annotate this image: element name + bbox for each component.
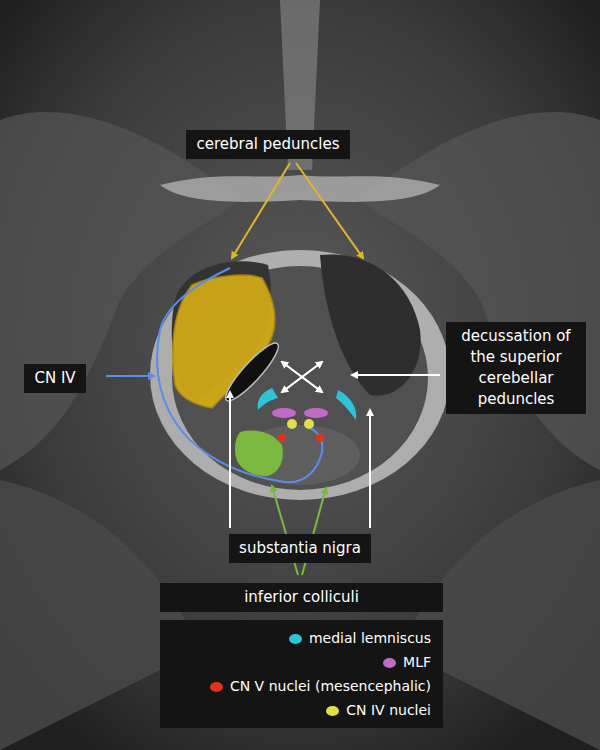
label-box: CN IV (24, 364, 86, 393)
legend-row: medial lemniscus (172, 626, 431, 650)
label-box: substantia nigra (229, 534, 371, 563)
legend-row: CN V nuclei (mesencephalic) (172, 674, 431, 698)
legend-text: MLF (403, 654, 431, 670)
label-text: cerebral peduncles (196, 134, 339, 155)
legend-text: CN IV nuclei (346, 702, 431, 718)
legend-swatch (326, 706, 339, 716)
legend-row: CN IV nuclei (172, 698, 431, 722)
legend-text: medial lemniscus (309, 630, 431, 646)
legend-swatch (289, 634, 302, 644)
label-text: substantia nigra (239, 538, 361, 559)
legend-panel: medial lemniscusMLF CN V nuclei (mesencep… (160, 620, 443, 728)
legend-text: CN V nuclei (mesencephalic) (230, 678, 431, 694)
legend-swatch (210, 682, 223, 692)
label-text: decussation of the superior cerebellar p… (456, 326, 576, 410)
label-box: inferior colliculi (160, 583, 443, 612)
label-text: CN IV (34, 368, 75, 389)
legend-row: MLF (172, 650, 431, 674)
label-text: inferior colliculi (244, 587, 359, 608)
label-box: decussation of the superior cerebellar p… (446, 322, 586, 414)
legend-swatch (383, 658, 396, 668)
label-box: cerebral peduncles (186, 130, 350, 159)
